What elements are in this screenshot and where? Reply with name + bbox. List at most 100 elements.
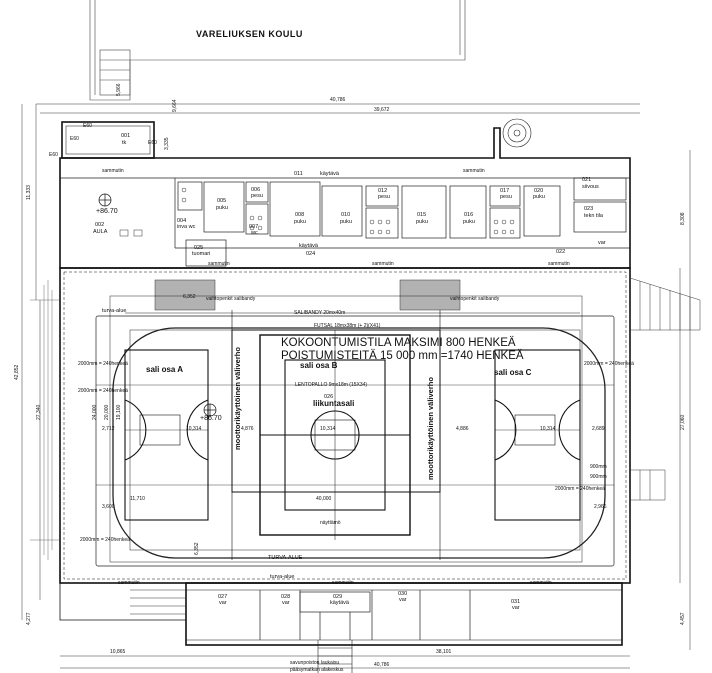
room-023-no: 023 <box>584 206 593 212</box>
room-012-name: pesu <box>378 194 390 200</box>
hall-boundaries <box>95 295 615 567</box>
court-lines <box>96 310 614 560</box>
room-002-no: 002 <box>95 222 104 228</box>
hall-c-label: sali osa C <box>494 368 532 377</box>
side-dimension-lines <box>39 150 691 650</box>
dim-left-inner: 27,340 <box>36 404 42 420</box>
room-022-no: 022 <box>556 249 565 255</box>
room-029-no: 029 <box>333 594 342 600</box>
room-017-no: 017 <box>500 188 509 194</box>
room-022-name: var <box>598 240 606 246</box>
school-building <box>89 0 466 101</box>
room-027-no: 027 <box>218 594 227 600</box>
spiral-stair <box>502 118 532 148</box>
dim-4457: 4,457 <box>680 612 686 625</box>
room-005-name: puku <box>216 205 228 211</box>
level-marker-aula <box>98 193 112 207</box>
room-024-name: käytävä <box>299 243 319 249</box>
lower-wing-rooms <box>259 590 471 640</box>
dim-24000: 24,000 <box>92 404 98 420</box>
sanitary-fixtures <box>119 187 515 237</box>
room-labels-bottom: 027 var 028 var 029 käytävä 030 var 031 … <box>218 591 520 611</box>
bottom-dimension-lines <box>60 655 630 669</box>
room-011-name: käytävä <box>320 171 340 177</box>
turva-lower-label: turva-alue <box>270 574 294 580</box>
dim-11333: 11,333 <box>26 185 32 200</box>
bench-right <box>399 279 461 311</box>
room-027-name: var <box>219 600 227 606</box>
room-004-no: 004 <box>177 218 186 224</box>
room-031-no: 031 <box>511 599 520 605</box>
room-010-name: puku <box>340 219 352 225</box>
room-023-name: tekn tila <box>584 213 604 219</box>
hall-b-label: sali osa B <box>300 361 338 370</box>
room-004-name: inva wc <box>177 224 196 230</box>
lower-left-stair <box>130 589 186 615</box>
dim-10314-a: 10,314 <box>186 426 202 432</box>
dim-4876: 4,876 <box>241 426 254 432</box>
dim-5966: 5,966 <box>116 83 122 96</box>
right-ramp <box>629 277 701 501</box>
turva-bottom-label: TURVA-ALUE <box>268 555 303 561</box>
dim-40000: 40,000 <box>316 496 332 502</box>
dim-3335: 3,335 <box>164 137 170 150</box>
dim-20000: 20,000 <box>104 404 110 420</box>
room-017-name: pesu <box>500 194 512 200</box>
capacity-line1: KOKOONTUMISTILA MAKSIMI 800 HENKEÄ <box>281 337 516 349</box>
exit-note-2: pääsymatkan alakeskus <box>290 667 344 673</box>
sammutin-6: sammutin <box>118 580 140 586</box>
stage-label: näyttämö <box>320 520 341 526</box>
dim-9664: 9,664 <box>172 99 178 112</box>
room-024-no: 024 <box>306 251 315 257</box>
room-012-no: 012 <box>378 188 387 194</box>
mark-e60-3: E60 <box>49 152 58 158</box>
seat-left-lower: 2000mm = 240henkeä <box>80 537 130 543</box>
dim-bottom-right: 38,101 <box>436 649 452 655</box>
room-028-name: var <box>282 600 290 606</box>
level-marker-hall <box>203 403 217 417</box>
exit-note-1: savunpoiston laukaisu <box>290 660 339 666</box>
sammutin-7: sammutin <box>332 580 354 586</box>
room-015-no: 015 <box>417 212 426 218</box>
dim-6352: 6,352 <box>194 542 200 555</box>
bench-left <box>154 279 216 311</box>
dim-right-total: 27,060 <box>680 414 686 430</box>
dim-11710: 11,710 <box>130 496 145 502</box>
top-dimension-lines <box>21 103 640 620</box>
dim-left-total: 42,852 <box>14 364 20 380</box>
curtain-left-label: moottorikäyttöinen väliverho <box>233 347 242 450</box>
building-walls <box>59 121 631 646</box>
center-hall-label: liikuntasali <box>313 399 354 408</box>
seat-left-upper: 2000mm = 240henkeä <box>78 361 128 367</box>
sammutin-5: sammutin <box>548 261 570 267</box>
room-011-no: 011 <box>294 171 303 177</box>
room-005-no: 005 <box>217 198 226 204</box>
room-002-name: AULA <box>93 229 108 235</box>
room-010-no: 010 <box>341 212 350 218</box>
seat-right-upper: 2000mm = 240henkeä <box>584 361 634 367</box>
room-016-no: 016 <box>464 212 473 218</box>
futsal-label: FUTSAL 18mx38m (+ 2)(X41) <box>314 323 381 329</box>
sammutin-1: sammutin <box>102 168 124 174</box>
room-015-name: puku <box>416 219 428 225</box>
door-right-2: 900mm <box>590 474 607 480</box>
dim-3600: 3,600 <box>102 504 115 510</box>
dim-top-total: 40,786 <box>330 97 346 103</box>
mark-e60-4: E60 <box>148 140 157 146</box>
room-008-no: 008 <box>295 212 304 218</box>
dim-top-inner: 39,672 <box>374 107 390 113</box>
level-aula: +86.70 <box>96 208 118 215</box>
room-008-name: puku <box>294 219 306 225</box>
dim-2689: 2,689 <box>592 426 605 432</box>
dim-19100: 19,100 <box>116 404 122 420</box>
dim-8308: 8,308 <box>680 212 686 225</box>
room-020-name: puku <box>533 194 545 200</box>
room-007-name: wc <box>250 230 258 236</box>
room-029-name: käytävä <box>330 600 350 606</box>
room-025-no: 025 <box>194 245 203 251</box>
sammutin-8: sammutin <box>530 580 552 586</box>
curtain-right-label: moottorikäyttöinen väliverho <box>426 377 435 480</box>
room-031-name: var <box>512 605 520 611</box>
seating-labels: 2000mm = 240henkeä 2000mm = 240henkeä 20… <box>78 361 634 543</box>
sammutin-2: sammutin <box>463 168 485 174</box>
